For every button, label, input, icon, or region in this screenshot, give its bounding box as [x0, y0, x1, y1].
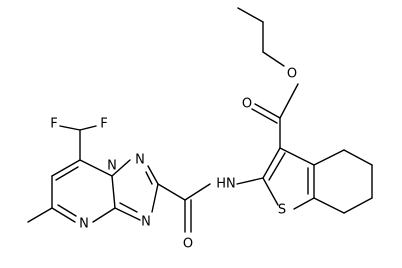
bond-pm-n8a-c7: [79, 159, 113, 177]
bond-amide-c-nh: [184, 183, 211, 201]
fluorine-label-2: F: [100, 117, 107, 132]
bond-amide-triazole: [157, 183, 186, 201]
bond-pm-c5-n4: [51, 207, 76, 223]
bond-th-c2-s: [262, 177, 279, 206]
thiophene-sulfur-label: S: [278, 203, 286, 218]
bonds: [27, 7, 373, 233]
bond-th-s-c7a: [293, 197, 315, 210]
bond-th-c3a-c3: [279, 147, 315, 166]
bond-tz-n1-n8a: [111, 159, 131, 177]
bond-tz-c3a-n3-inner: [119, 202, 138, 213]
nitrogen-label-2: N: [107, 159, 117, 174]
bond-carbonyl-1: [254, 103, 281, 119]
bond-cf-1: [59, 125, 81, 131]
amide-nh-label: HN: [216, 177, 236, 192]
ester-carbonyl-oxygen-label: O: [242, 97, 252, 112]
bond-tz-n8a-c3a: [111, 175, 116, 209]
bond-ester-o-c: [279, 83, 299, 119]
bond-tz-c2-n1: [147, 165, 159, 185]
bond-pm-c5-n4-inner: [57, 204, 77, 217]
bond-pm-n4-c3a: [92, 207, 116, 223]
ester-oxygen-label: O: [287, 67, 297, 82]
bond-carbonyl-2: [251, 108, 278, 124]
bond-pm-c7-c6: [51, 159, 81, 177]
bond-tz-n1-c2-inner: [145, 171, 153, 185]
bond-tz-c3a-n3: [114, 207, 141, 221]
atom-labels: F F O O HN O S N N N N: [50, 67, 297, 252]
bond-ch-2: [343, 149, 373, 166]
bond-ch-1: [313, 149, 345, 166]
nitrogen-label-4: N: [79, 217, 89, 232]
bond-ch-5: [313, 197, 345, 214]
bond-th-c3-c2-inner: [268, 152, 286, 181]
nitrogen-label-3: N: [141, 215, 151, 230]
bond-tz-n3-c2: [151, 183, 159, 213]
amide-carbonyl-oxygen-label: O: [183, 237, 193, 252]
bond-pm-c7-c6-inner: [55, 166, 79, 181]
bond-th-c3-c2: [262, 147, 281, 179]
bond-methyl: [27, 207, 53, 223]
bond-propyl-1: [237, 7, 264, 23]
bond-ch-4: [343, 197, 373, 214]
bond-cf-2: [79, 125, 97, 131]
bond-propyl-3: [262, 51, 285, 67]
nitrogen-label-1: N: [135, 153, 145, 168]
bond-nh-c2: [236, 177, 264, 185]
fluorine-label-1: F: [50, 117, 57, 132]
